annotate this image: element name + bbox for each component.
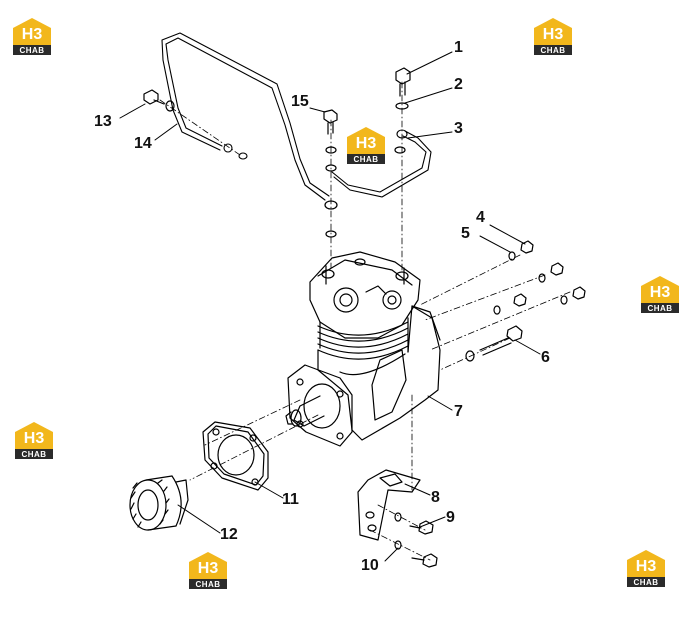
drive-shaft [285,395,325,427]
logo-wordmark: CHAB [540,46,566,55]
callout-15: 15 [291,93,309,110]
logo-monogram: H3 [21,26,43,43]
logo-monogram: H3 [649,284,671,301]
logo-wordmark: CHAB [647,304,673,313]
callout-13: 13 [94,113,112,130]
brand-logo: H3 CHAB [624,548,668,588]
crankcase-body [317,305,441,441]
brand-logo: H3 CHAB [531,16,575,56]
logo-monogram: H3 [355,135,377,152]
callout-10: 10 [361,557,379,574]
house-logo-icon [347,127,385,164]
callout-2: 2 [454,76,463,93]
bolt-15 [323,109,338,238]
brand-logo: H3 CHAB [344,125,388,165]
callout-4: 4 [476,209,485,226]
brand-logo: H3 CHAB [186,550,230,590]
brand-logo: H3 CHAB [12,420,56,460]
callout-14: 14 [134,135,152,152]
logo-monogram: H3 [23,430,45,447]
callout-9: 9 [446,509,455,526]
stud-bolt-6 [465,325,523,362]
callout-8: 8 [431,489,440,506]
drive-gear-12 [129,475,189,531]
house-logo-icon [13,18,51,55]
logo-wordmark: CHAB [19,46,45,55]
house-logo-icon [627,550,665,587]
callout-3: 3 [454,120,463,137]
bracket-8 [357,469,421,541]
leader-lines [119,51,541,562]
brand-logo: H3 CHAB [638,274,682,314]
callout-5: 5 [461,225,470,242]
house-logo-icon [534,18,572,55]
logo-monogram: H3 [197,560,219,577]
logo-monogram: H3 [635,558,657,575]
logo-wordmark: CHAB [21,450,47,459]
gasket-11 [202,421,269,491]
bolts-9-10 [394,512,438,568]
house-logo-icon [189,552,227,589]
logo-wordmark: CHAB [195,580,221,589]
air-tube-long [161,32,330,201]
callout-7: 7 [454,403,463,420]
assembly-axes [159,81,571,561]
house-logo-icon [641,276,679,313]
nuts-and-washers-4-5 [493,240,586,315]
compressor-head [309,251,421,339]
callout-12: 12 [220,526,238,543]
brand-logo: H3 CHAB [10,16,54,56]
logo-wordmark: CHAB [353,155,379,164]
logo-wordmark: CHAB [633,578,659,587]
air-tube-short [331,129,432,198]
front-flange [287,364,353,447]
house-logo-icon [15,422,53,459]
bolt-13 [143,89,175,112]
bolt-1 [394,67,411,154]
callout-11: 11 [282,491,299,508]
callout-1: 1 [454,39,463,56]
logo-monogram: H3 [542,26,564,43]
callout-6: 6 [541,349,550,366]
